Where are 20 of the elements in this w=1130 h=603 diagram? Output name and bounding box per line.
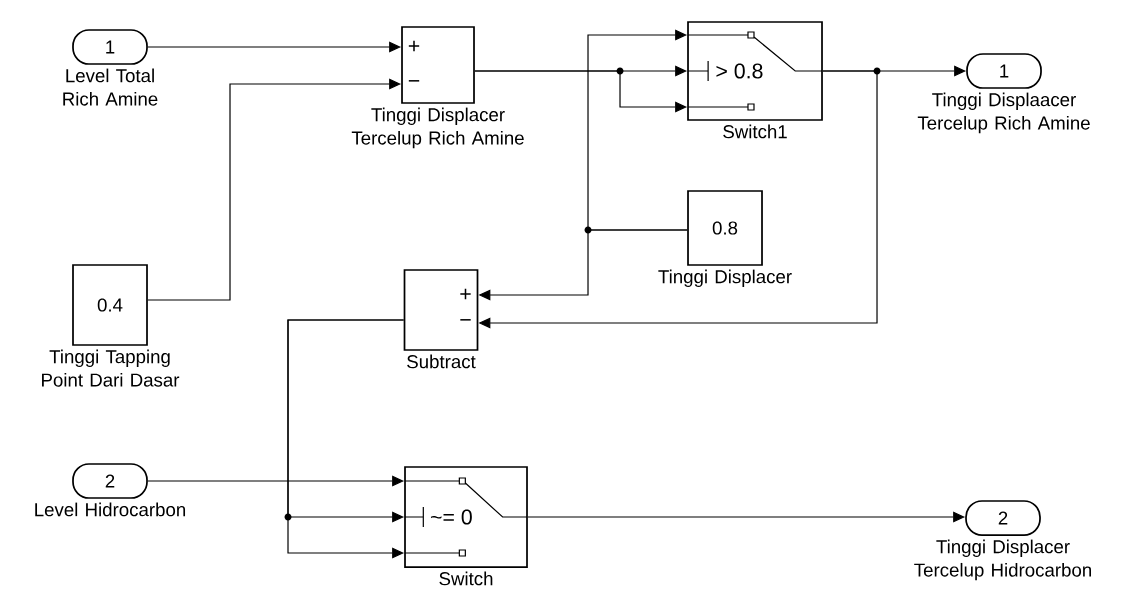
block-label: Subtract [407, 354, 476, 369]
port-block: 1 [966, 53, 1042, 89]
block-label: Level Total Rich Amine [63, 68, 158, 106]
block-label: Tinggi Displacer Tercelup Hidrocarbon [914, 539, 1091, 581]
block-label: Tinggi Displaacer Tercelup Rich Amine [917, 92, 1090, 134]
port-block: 2 [72, 463, 148, 499]
sum-block: + − [401, 26, 475, 104]
block-label: Level Hidrocarbon [35, 502, 186, 517]
port-block: 1 [72, 29, 148, 65]
constant-block: 0.8 [687, 190, 763, 266]
block-label: Switch [439, 571, 493, 586]
constant-block: 0.4 [72, 264, 148, 346]
sum-block: + − [403, 269, 479, 351]
switch-block: > 0.8 [687, 21, 823, 121]
switch-block: ~= 0 [404, 466, 528, 568]
block-label: Tinggi Displacer [658, 269, 792, 287]
block-label: Tinggi Tapping Point Dari Dasar [42, 349, 180, 387]
port-block: 2 [965, 500, 1041, 536]
block-label: Tinggi Displacer Tercelup Rich Amine [351, 107, 524, 149]
block-label: Switch1 [723, 124, 787, 139]
